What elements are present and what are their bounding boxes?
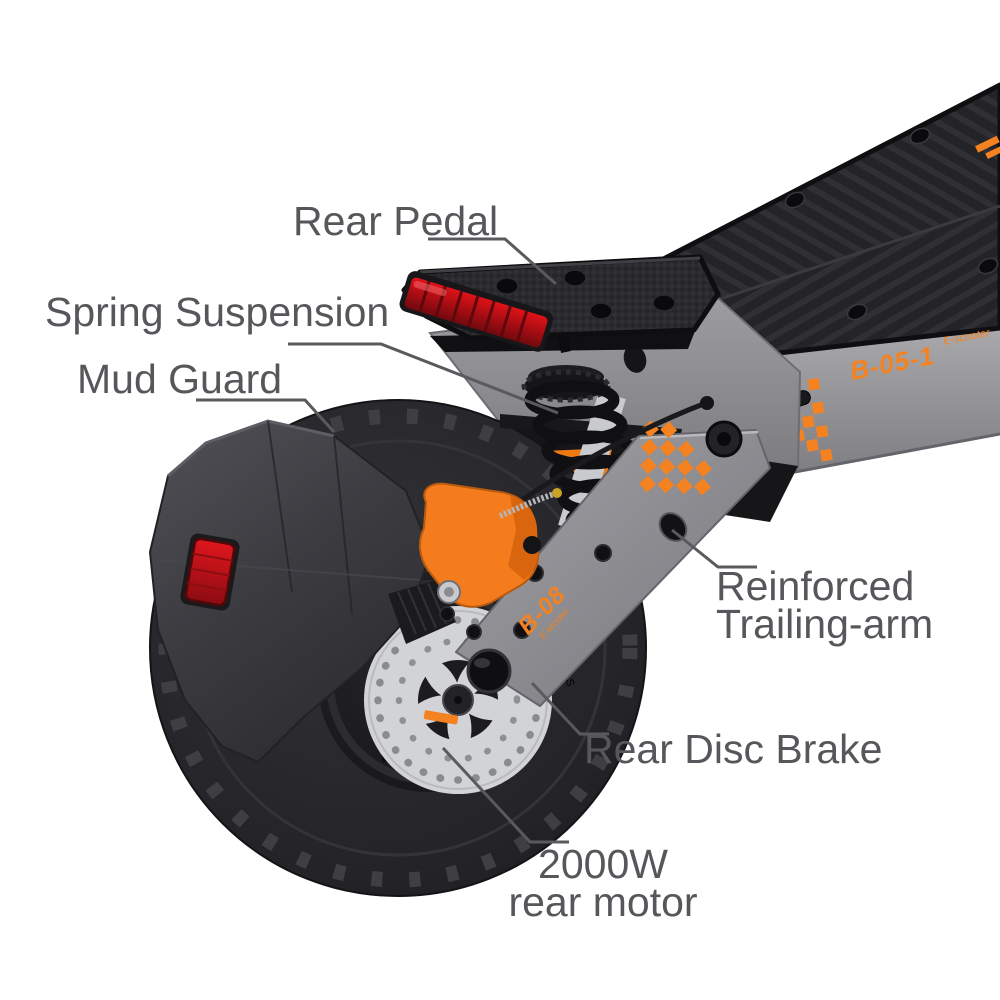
tail-light (399, 271, 554, 352)
rear-brake-assembly (418, 396, 714, 608)
leader-disc-brake (530, 681, 609, 736)
label-rear-motor: 2000W rear motor (460, 841, 746, 926)
leader-mud-guard (196, 398, 336, 434)
brake-caliper (418, 482, 540, 608)
label-reinforced-line2: Trailing-arm (716, 601, 934, 648)
leader-rear-motor (441, 746, 569, 844)
rear-pedal (399, 254, 721, 352)
rotor-sticker (423, 710, 459, 725)
leader-lines (196, 237, 757, 844)
label-rear-disc-brake: Rear Disc Brake (584, 726, 883, 772)
label-reinforced-line1: Reinforced (716, 563, 915, 609)
braided-hose (498, 491, 555, 519)
label-spring-suspension: Spring Suspension (45, 289, 390, 335)
corner-logo-fragment-icon (975, 135, 1000, 159)
label-motor-line1: 2000W (538, 841, 668, 887)
brake-cable (503, 400, 707, 515)
label-rear-pedal: Rear Pedal (293, 198, 499, 244)
label-mud-guard: Mud Guard (77, 356, 283, 402)
deck-screws (657, 127, 999, 355)
axle-cap (466, 648, 512, 694)
label-motor-line2: rear motor (508, 879, 698, 926)
pedal-screws (495, 269, 676, 320)
pivot-bolt (705, 420, 743, 458)
rear-reflector (180, 533, 240, 611)
leader-spring-suspension (288, 342, 559, 415)
leader-trailing-arm (671, 528, 757, 569)
bracket-hole (623, 345, 647, 373)
leader-rear-pedal (428, 237, 557, 286)
label-reinforced-trailing-arm: Reinforced Trailing-arm (716, 563, 934, 648)
mud-guard (149, 419, 432, 763)
